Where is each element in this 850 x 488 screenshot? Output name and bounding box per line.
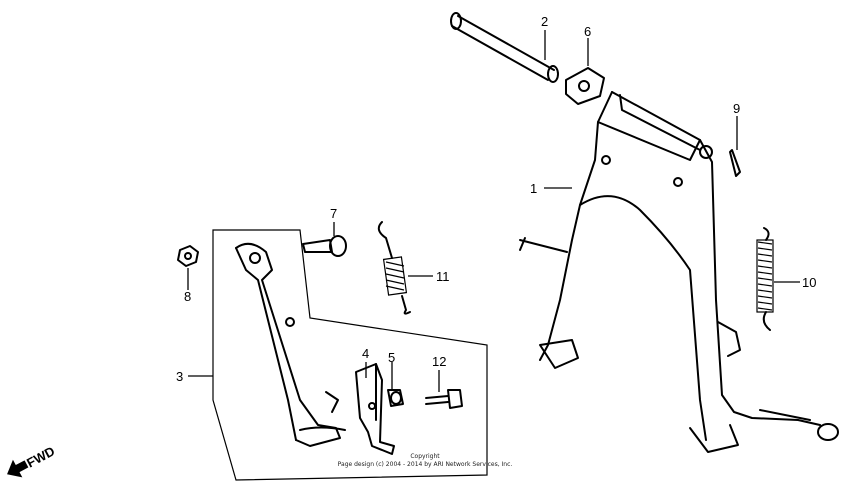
callout-5: 5 [388,350,395,365]
nut-part[interactable] [177,245,199,267]
callout-12: 12 [432,354,446,369]
callout-1: 1 [530,181,537,196]
callout-10: 10 [802,275,816,290]
side-stand-bolt-part[interactable] [302,235,347,257]
switch-bracket-part[interactable] [355,363,395,455]
pivot-pin-part[interactable] [450,12,559,83]
callout-11: 11 [436,269,450,284]
side-stand-assembly-outline [212,229,488,481]
main-stand-spring-part[interactable] [756,227,774,331]
side-stand-spring-part[interactable] [377,221,411,315]
main-stand-part[interactable] [519,91,839,453]
bolt-part[interactable] [425,389,463,409]
callout-6: 6 [584,24,591,39]
svg-text:FWD: FWD [24,443,57,470]
bracket-plate-part[interactable] [565,67,605,105]
fwd-arrow-icon: FWD [7,443,57,478]
side-stand-part[interactable] [235,242,346,447]
callout-2: 2 [541,14,548,29]
cotter-pin-part[interactable] [729,149,741,177]
callout-8: 8 [184,289,191,304]
callout-3: 3 [176,369,183,384]
copyright-line-1: Copyright [410,453,440,460]
callout-9: 9 [733,101,740,116]
callout-7: 7 [330,206,337,221]
callout-4: 4 [362,346,369,361]
collar-part[interactable] [387,389,404,407]
copyright-line-2: Page design (c) 2004 - 2014 by ARI Netwo… [338,461,513,468]
